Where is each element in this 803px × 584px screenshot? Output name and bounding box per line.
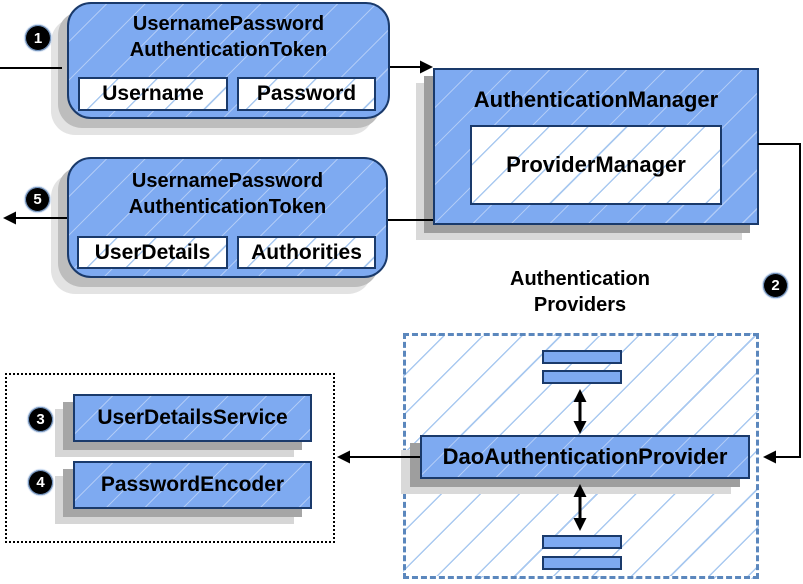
password-encoder-box: PasswordEncoder — [73, 461, 312, 509]
step-4-number: 4 — [36, 474, 45, 491]
provider-stack-bar — [542, 535, 622, 549]
userdetails-field-box: UserDetails — [77, 236, 228, 269]
dao-authentication-provider-label: DaoAuthenticationProvider — [442, 444, 728, 469]
response-token-title-line2: AuthenticationToken — [128, 196, 327, 218]
password-field-box: Password — [237, 77, 376, 111]
authentication-manager-title: AuthenticationManager — [473, 87, 719, 112]
services-container — [5, 373, 335, 543]
password-encoder-label: PasswordEncoder — [100, 473, 285, 496]
step-2-badge: 2 — [763, 273, 788, 298]
arrowhead-out-left — [3, 211, 16, 225]
request-token-title: UsernamePassword AuthenticationToken — [69, 11, 388, 63]
provider-stack-bar — [542, 556, 622, 570]
authentication-manager-box: AuthenticationManager ProviderManager — [433, 68, 759, 225]
authentication-providers-label-line2: Providers — [533, 294, 627, 316]
arrowhead-into-services — [337, 450, 350, 464]
request-token-title-line1: UsernamePassword — [132, 13, 325, 35]
provider-manager-box: ProviderManager — [470, 125, 722, 205]
step-4-badge: 4 — [28, 470, 53, 495]
request-token-box: UsernamePassword AuthenticationToken Use… — [67, 2, 390, 119]
step-1-badge: 1 — [25, 25, 51, 51]
authentication-providers-label: Authentication Providers — [430, 266, 730, 318]
provider-stack-bar — [542, 370, 622, 384]
provider-manager-label: ProviderManager — [506, 152, 686, 177]
step-3-number: 3 — [36, 411, 45, 428]
response-token-box: UsernamePassword AuthenticationToken Use… — [67, 157, 388, 278]
response-token-title: UsernamePassword AuthenticationToken — [69, 168, 386, 220]
authorities-field-label: Authorities — [251, 240, 362, 264]
arrowhead-into-dao-provider — [763, 450, 776, 464]
arrowhead-into-manager — [420, 60, 433, 74]
manager-to-provider-line — [758, 143, 801, 458]
step-3-badge: 3 — [28, 407, 53, 432]
step-5-number: 5 — [33, 191, 42, 208]
step-2-number: 2 — [771, 277, 780, 294]
user-details-service-label: UserDetailsService — [97, 406, 288, 429]
authentication-providers-label-line1: Authentication — [510, 268, 650, 290]
step-5-badge: 5 — [25, 187, 50, 212]
user-details-service-box: UserDetailsService — [73, 394, 312, 442]
step-1-number: 1 — [33, 29, 43, 47]
authorities-field-box: Authorities — [237, 236, 376, 269]
provider-stack-bar — [542, 350, 622, 364]
username-field-box: Username — [78, 77, 228, 111]
response-token-title-line1: UsernamePassword — [131, 170, 324, 192]
password-field-label: Password — [256, 82, 357, 105]
dao-authentication-provider-box: DaoAuthenticationProvider — [420, 435, 750, 479]
request-token-title-line2: AuthenticationToken — [129, 39, 328, 61]
userdetails-field-label: UserDetails — [94, 240, 211, 264]
username-field-label: Username — [102, 82, 204, 105]
